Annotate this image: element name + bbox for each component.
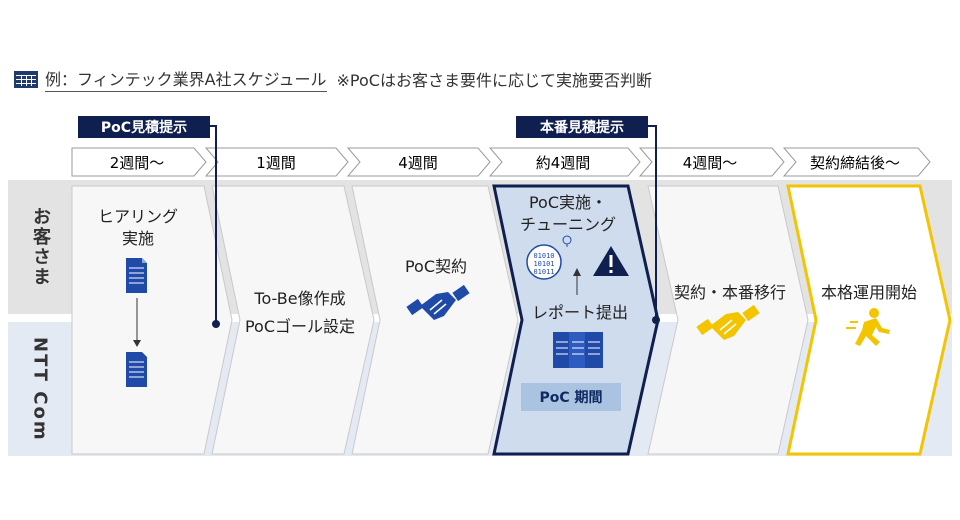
svg-text:10101: 10101	[533, 260, 554, 268]
table-icon	[14, 70, 38, 88]
lightbulb-icon	[562, 235, 572, 247]
lane-label-customer: お客さま	[30, 207, 51, 287]
document-icon	[126, 258, 147, 293]
duration-chevron-5	[638, 147, 785, 177]
report-documents-icon	[553, 332, 603, 368]
prod-estimate-connector	[648, 125, 657, 320]
poc-period-label: PoC 期間	[521, 383, 621, 411]
step-hearing-line2: 実施	[121, 229, 154, 248]
svg-text:01011: 01011	[533, 268, 554, 276]
phase-box-production	[786, 184, 952, 456]
step-prod-contract: 契約・本番移行	[673, 283, 786, 302]
step-report: レポート提出	[531, 303, 628, 322]
duration-label-3: 4週間	[398, 154, 438, 172]
document-icon-2	[126, 352, 147, 387]
duration-label-1: 2週間～	[110, 154, 165, 172]
duration-chevron-4	[488, 147, 641, 177]
step-poc-exec: PoC実施・ チューニング	[506, 192, 630, 236]
lane-label-ntt: NTT Com	[29, 336, 51, 442]
duration-chevron-2	[204, 147, 349, 177]
duration-label-6: 契約締結後～	[810, 154, 900, 172]
handshake-icon	[406, 284, 470, 320]
phase-box-1	[71, 185, 233, 455]
runner-icon	[846, 308, 890, 346]
duration-chevron-1	[71, 147, 207, 177]
warning-icon	[593, 246, 629, 276]
poc-estimate-badge: PoC見積提示	[78, 116, 210, 138]
duration-label-4: 約4週間	[536, 154, 591, 172]
binary-globe-icon: 01010 10101 01011	[526, 244, 562, 280]
poc-estimate-connector	[210, 125, 217, 324]
step-tobe-line1: To-Be像作成	[254, 289, 346, 308]
prod-estimate-badge: 本番見積提示	[516, 116, 648, 138]
step-poc-exec-line2: チューニング	[519, 215, 616, 234]
svg-text:01010: 01010	[533, 252, 554, 260]
phase-box-2	[211, 185, 375, 455]
prod-estimate-dot	[652, 316, 660, 324]
duration-label-5: 4週間～	[683, 154, 738, 172]
page-title: 例：フィンテック業界A社スケジュール	[45, 66, 327, 92]
duration-chevron-3	[346, 147, 491, 177]
title-row: 例：フィンテック業界A社スケジュール ※PoCはお客さま要件に応じて実施要否判断	[14, 66, 652, 92]
step-tobe-line2: PoCゴール設定	[244, 317, 356, 336]
page-note: ※PoCはお客さま要件に応じて実施要否判断	[336, 71, 652, 90]
step-hearing: ヒアリング 実施	[78, 206, 198, 250]
poc-estimate-dot	[212, 320, 220, 328]
handshake-yellow-icon	[696, 304, 760, 340]
down-arrow-icon	[133, 340, 141, 347]
duration-label-2: 1週間	[256, 154, 296, 172]
duration-chevron-6	[782, 147, 931, 177]
step-poc-contract: PoC契約	[404, 257, 468, 276]
step-full-operation: 本格運用開始	[820, 283, 917, 302]
up-arrow-icon	[573, 268, 581, 276]
step-tobe: To-Be像作成 PoCゴール設定	[232, 288, 368, 338]
step-hearing-line1: ヒアリング	[97, 207, 178, 226]
step-poc-exec-line1: PoC実施・	[528, 193, 608, 212]
phase-box-3	[351, 185, 519, 455]
